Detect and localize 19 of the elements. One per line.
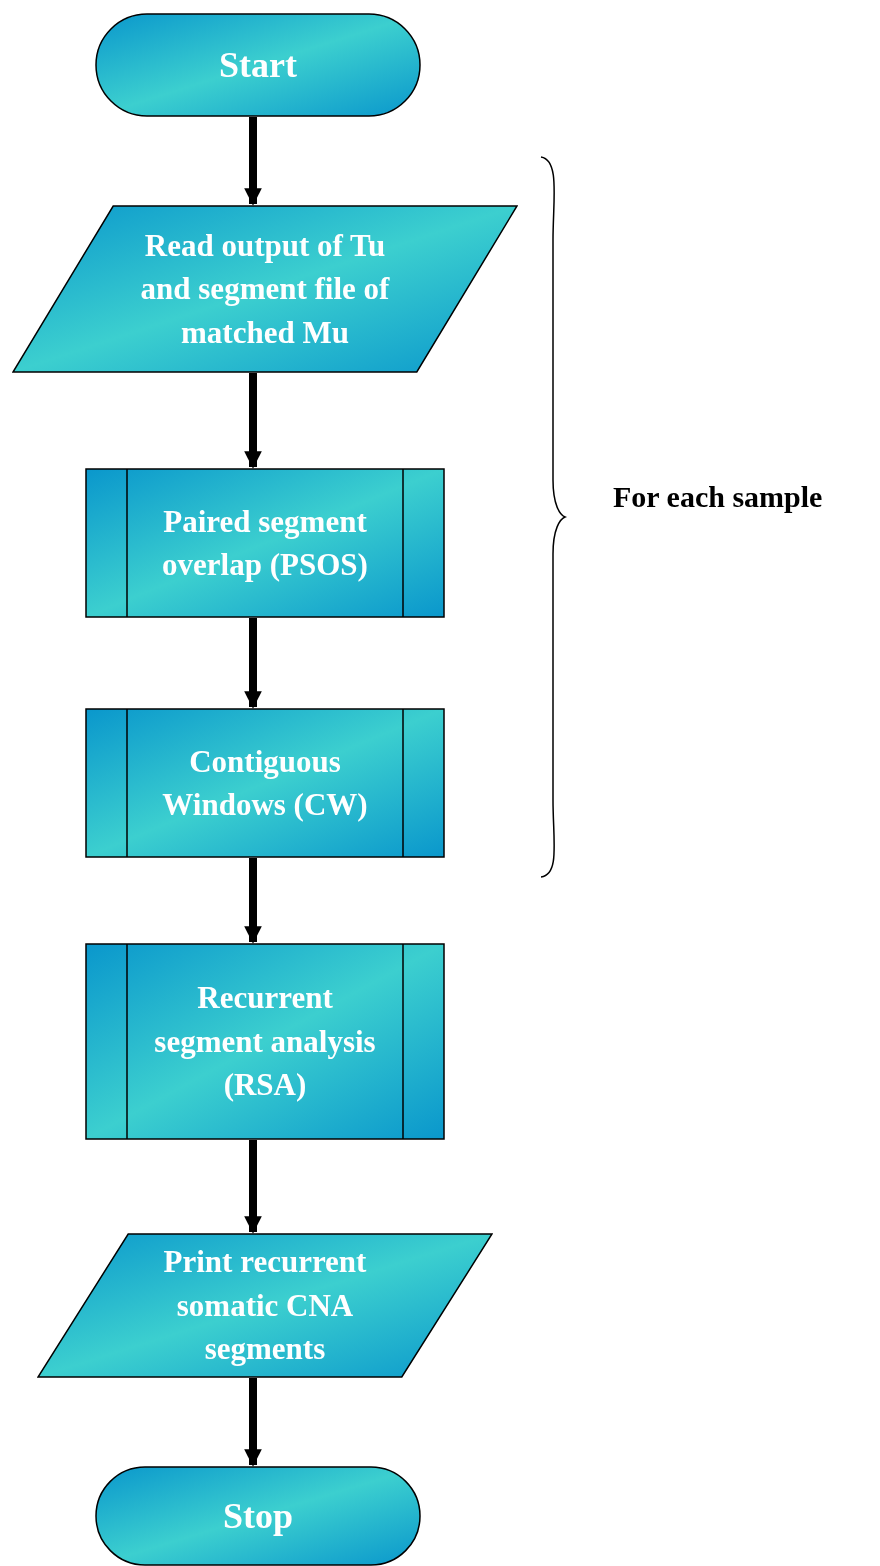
input-output-parallelogram bbox=[37, 1233, 493, 1378]
node-text: Stop bbox=[223, 1494, 293, 1538]
predefined-process-box bbox=[85, 468, 445, 618]
loop-label: For each sample bbox=[613, 479, 823, 515]
arrow bbox=[244, 618, 262, 709]
node-text: Recurrent segment analysis (RSA) bbox=[153, 979, 377, 1105]
arrow bbox=[244, 1378, 262, 1467]
node-text: Read output of Tu and segment file of matched Mu bbox=[139, 226, 391, 352]
arrow bbox=[244, 858, 262, 944]
predefined-process-box bbox=[85, 708, 445, 858]
node-text: Paired segment overlap (PSOS) bbox=[161, 502, 369, 584]
node-text: Start bbox=[219, 43, 297, 87]
node-text: Contiguous Windows (CW) bbox=[161, 742, 369, 824]
input-output-parallelogram bbox=[12, 205, 518, 373]
arrow bbox=[244, 117, 262, 206]
predefined-process-box bbox=[85, 943, 445, 1140]
arrow bbox=[244, 373, 262, 469]
node-text: Print recurrent somatic CNA segments bbox=[162, 1243, 368, 1369]
arrow bbox=[244, 1140, 262, 1234]
